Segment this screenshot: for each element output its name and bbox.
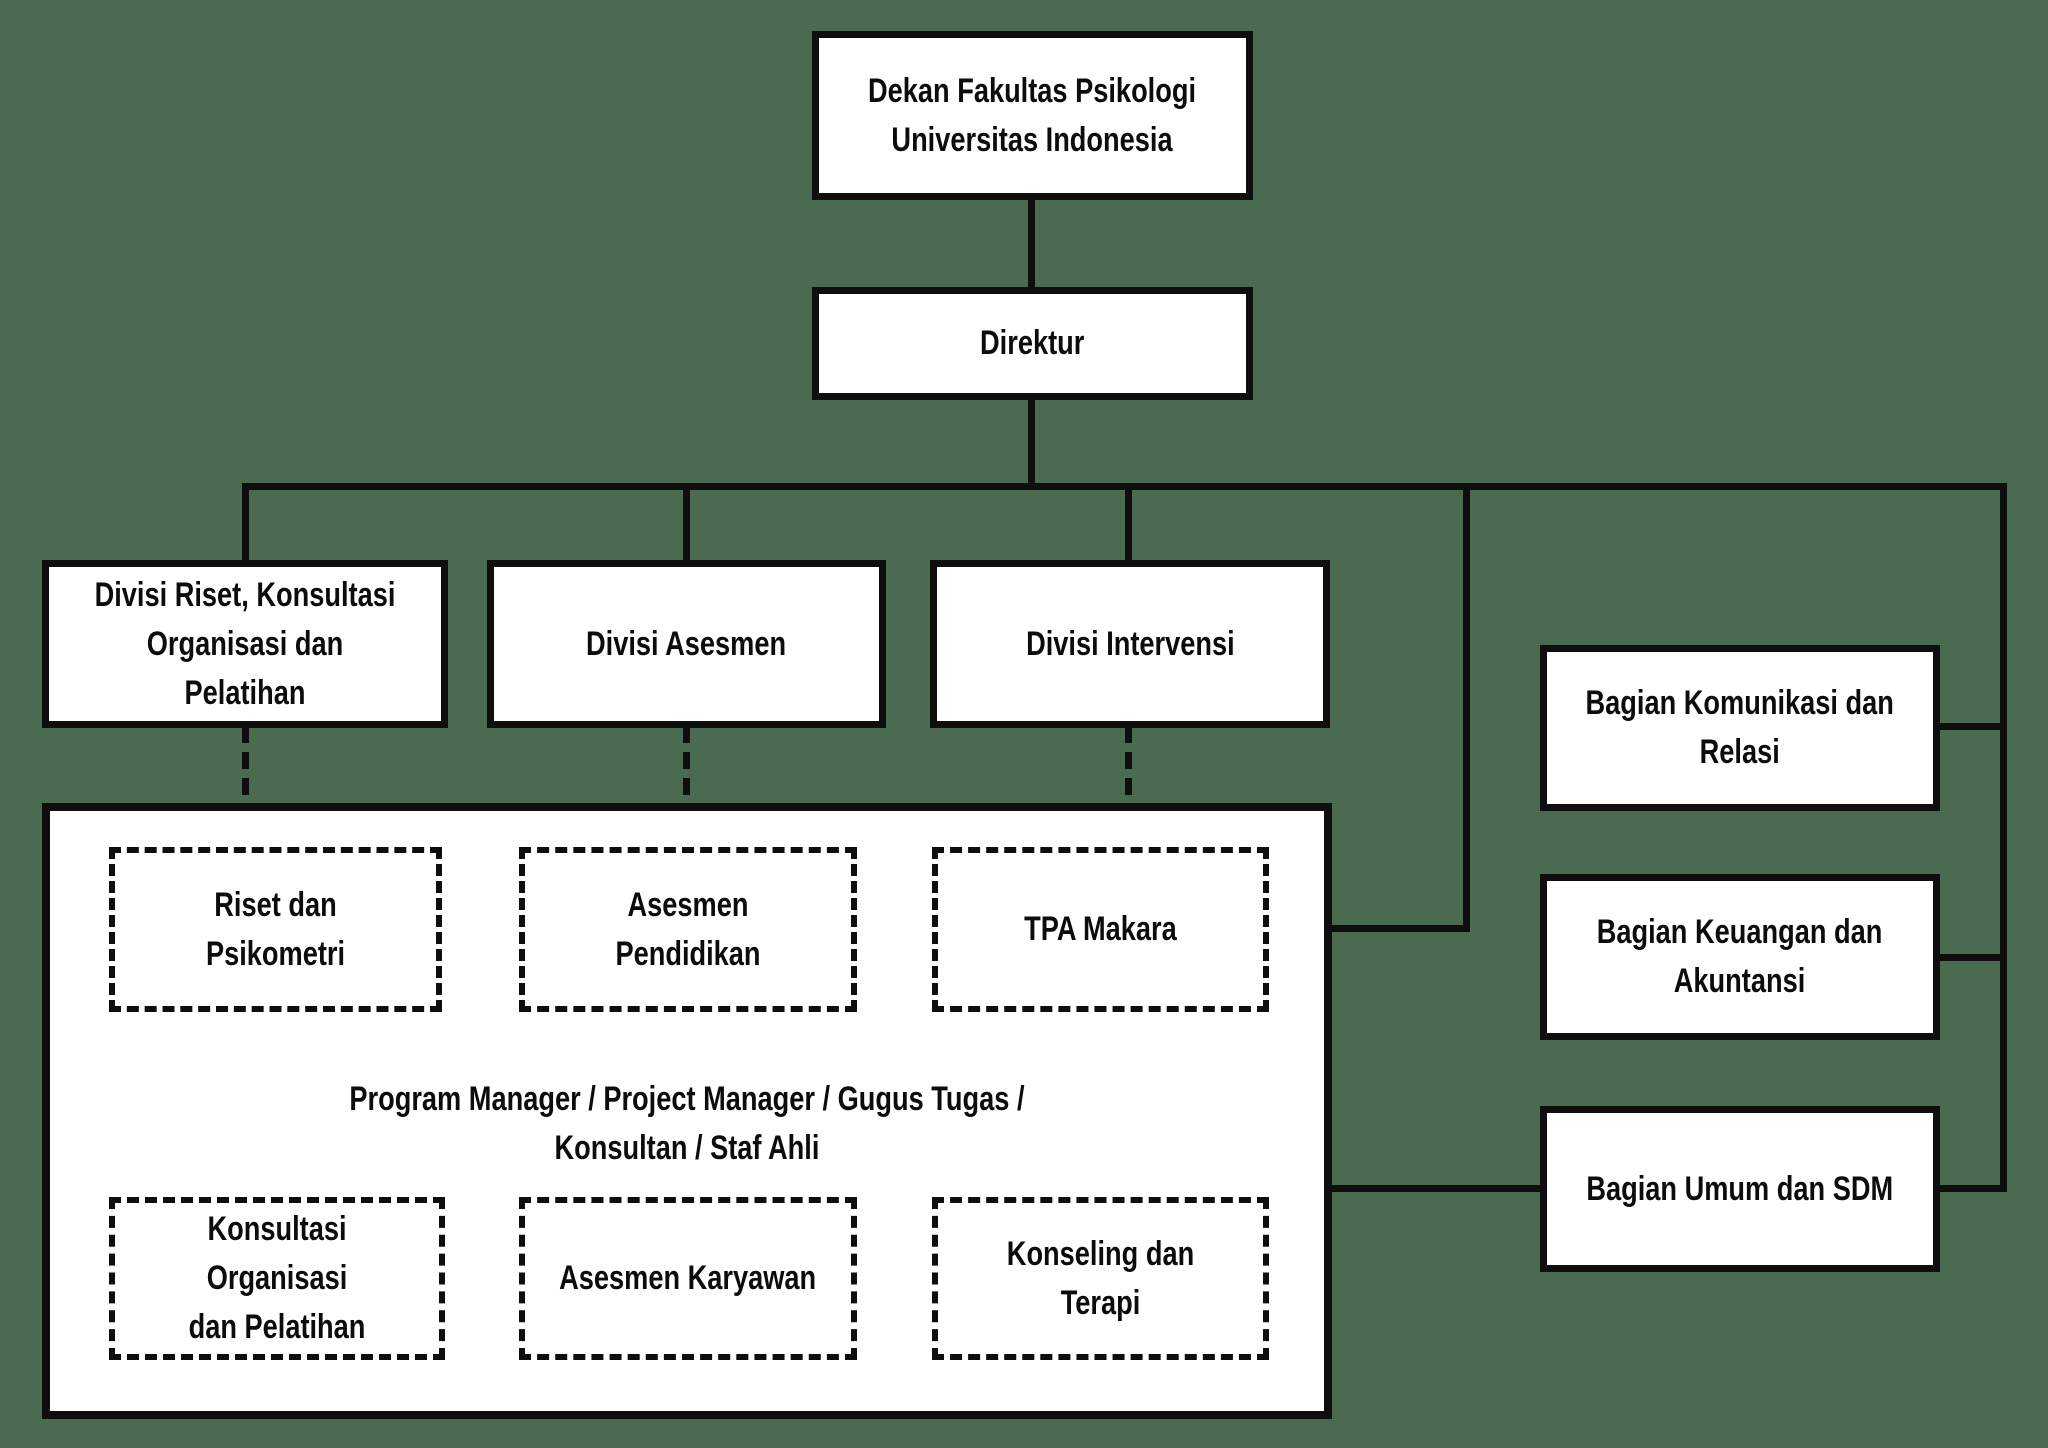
node-asesmen-karyawan-label: Asesmen Karyawan: [559, 1259, 817, 1297]
connector-stub-bagian-umum: [1940, 1185, 2007, 1192]
connector-vertical-pool-link: [1463, 487, 1470, 932]
node-bagian-komunikasi: Bagian Komunikasi dan Relasi: [1540, 645, 1940, 811]
node-divisi-asesmen-label: Divisi Asesmen: [586, 624, 787, 663]
connector-dashed-riset-pool: [242, 726, 249, 805]
node-asesmen-pendidikan: Asesmen Pendidikan: [519, 847, 857, 1012]
connector-direktur-mainline: [1028, 398, 1035, 486]
pool-label: Program Manager / Project Manager / Gugu…: [50, 1075, 1324, 1173]
node-tpa-makara-label: TPA Makara: [1024, 910, 1177, 948]
node-konsultasi-organisasi: Konsultasi Organisasi dan Pelatihan: [109, 1197, 445, 1360]
node-divisi-riset: Divisi Riset, Konsultasi Organisasi dan …: [42, 560, 448, 728]
connector-pool-right-link: [1332, 925, 1470, 932]
node-direktur: Direktur: [812, 287, 1253, 400]
connector-dashed-asesmen-pool: [683, 726, 690, 805]
node-bagian-komunikasi-label: Bagian Komunikasi dan Relasi: [1585, 684, 1895, 771]
node-divisi-asesmen: Divisi Asesmen: [487, 560, 886, 728]
node-dekan-label: Dekan Fakultas Psikologi Universitas Ind…: [868, 71, 1197, 159]
node-dekan: Dekan Fakultas Psikologi Universitas Ind…: [812, 31, 1253, 200]
connector-stub-bagian-keuangan: [1940, 954, 2007, 961]
node-riset-psikometri: Riset dan Psikometri: [109, 847, 442, 1012]
connector-drop-divisi-riset: [242, 487, 249, 562]
node-direktur-label: Direktur: [980, 324, 1085, 362]
connector-drop-divisi-asesmen: [683, 487, 690, 562]
node-bagian-umum: Bagian Umum dan SDM: [1540, 1106, 1940, 1272]
node-asesmen-karyawan: Asesmen Karyawan: [519, 1197, 857, 1360]
pool-box: Riset dan Psikometri Asesmen Pendidikan …: [42, 803, 1332, 1419]
connector-dashed-intervensi-pool: [1125, 726, 1132, 805]
connector-dekan-direktur: [1028, 198, 1035, 290]
node-asesmen-pendidikan-label: Asesmen Pendidikan: [615, 885, 761, 973]
connector-drop-divisi-intervensi: [1125, 487, 1132, 562]
node-bagian-keuangan-label: Bagian Keuangan dan Akuntansi: [1597, 913, 1883, 1000]
node-bagian-keuangan: Bagian Keuangan dan Akuntansi: [1540, 874, 1940, 1040]
connector-vertical-bagian-spine: [2000, 483, 2007, 1192]
node-divisi-intervensi-label: Divisi Intervensi: [1025, 624, 1235, 663]
node-riset-psikometri-label: Riset dan Psikometri: [205, 885, 346, 973]
node-konseling-terapi-label: Konseling dan Terapi: [1006, 1234, 1195, 1322]
node-konsultasi-organisasi-label: Konsultasi Organisasi dan Pelatihan: [188, 1210, 366, 1346]
node-konseling-terapi: Konseling dan Terapi: [932, 1197, 1269, 1360]
node-tpa-makara: TPA Makara: [932, 847, 1269, 1012]
node-divisi-riset-label: Divisi Riset, Konsultasi Organisasi dan …: [94, 575, 396, 712]
node-bagian-umum-label: Bagian Umum dan SDM: [1586, 1169, 1894, 1208]
connector-stub-bagian-komunikasi: [1940, 723, 2007, 730]
connector-pool-bagian-umum: [1332, 1185, 1540, 1192]
node-divisi-intervensi: Divisi Intervensi: [930, 560, 1330, 728]
pool-label-text: Program Manager / Project Manager / Gugu…: [349, 1080, 1025, 1167]
connector-main-horizontal: [242, 483, 2007, 490]
